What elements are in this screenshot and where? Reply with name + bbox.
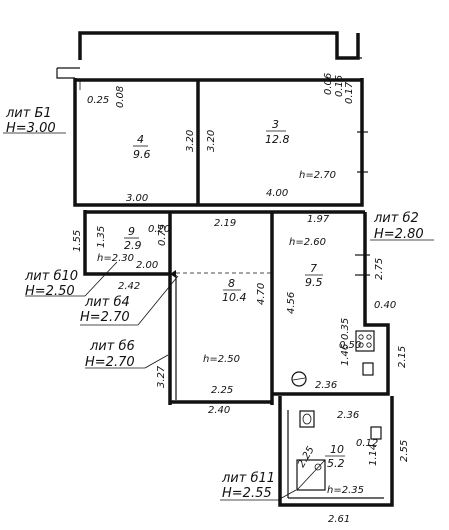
room-number: 7	[310, 262, 317, 275]
dimension: 3.20	[206, 130, 217, 152]
dimension: 0.08	[115, 86, 126, 108]
ceiling-height: h=2.70	[299, 170, 336, 181]
room-number: 9	[128, 225, 135, 238]
dimension: 2.00	[136, 260, 158, 271]
lit-label: лит б4	[84, 295, 130, 310]
dimension: 0.75	[157, 224, 168, 246]
annotations: лит Б1 H=3.00 лит б2 H=2.80 лит б10 H=2.…	[5, 106, 424, 501]
dimension: 4.70	[256, 283, 267, 305]
room-number: 3	[272, 118, 279, 131]
dimension: 1.46	[340, 344, 351, 366]
ceiling-height: h=2.60	[289, 237, 326, 248]
dimension: 1.55	[72, 230, 83, 252]
ceiling-height: h=2.35	[327, 485, 364, 496]
fixtures	[170, 270, 382, 491]
dimension: 0.40	[374, 300, 396, 311]
ceiling-height: h=2.30	[97, 253, 134, 264]
lit-label: лит б6	[89, 339, 135, 354]
triangle-marker	[170, 270, 176, 278]
dimension: 2.36	[337, 410, 359, 421]
stove-icon	[355, 330, 375, 352]
dimension: 0.17	[344, 81, 355, 104]
dimension: 2.61	[328, 514, 350, 525]
room-number: 8	[228, 277, 235, 290]
room-area: 10.4	[222, 291, 247, 304]
dimension: 2.25	[211, 385, 233, 396]
toilet-icon	[299, 410, 315, 428]
room-area: 9.6	[133, 148, 151, 161]
dimension: 2.40	[208, 405, 230, 416]
dimension: 1.14	[368, 444, 379, 466]
dimension: 2.36	[315, 380, 337, 391]
dimension: 0.20	[148, 224, 170, 235]
dimension: 0.06	[323, 73, 334, 95]
room-area: 9.5	[305, 276, 323, 289]
boiler-icon	[291, 371, 307, 387]
dimension: 2.15	[397, 346, 408, 368]
dimensions-horizontal: 0.25 3.00 4.00 1.97 2.19 0.20 2.00 2.42 …	[87, 95, 396, 525]
dimension: 0.12	[356, 438, 378, 449]
lit-label: лит б2	[373, 211, 419, 226]
dimension: 0.50	[339, 340, 361, 351]
height-label: H=2.50	[25, 284, 75, 299]
room-number: 4	[137, 133, 144, 146]
dimension: 1.97	[307, 214, 330, 225]
height-label: H=3.00	[6, 121, 56, 136]
walls	[56, 31, 394, 507]
room-area: 12.8	[265, 133, 290, 146]
room-area: 5.2	[327, 457, 345, 470]
dimension: 2.19	[214, 218, 236, 229]
dimension: 0.25	[87, 95, 109, 106]
bathtub-icon	[296, 459, 326, 491]
dimension: 1.35	[96, 226, 107, 248]
area-lines	[124, 130, 345, 457]
ceiling-height: h=2.50	[203, 354, 240, 365]
dimension: 3.20	[185, 130, 196, 152]
dimension: 2.42	[118, 281, 140, 292]
dimension: 2.25	[296, 445, 317, 470]
dimension: 0.15	[334, 75, 345, 97]
dimension: 4.56	[286, 292, 297, 314]
lit-label: лит Б1	[5, 106, 52, 121]
dimension: 3.27	[156, 365, 167, 388]
height-label: H=2.80	[374, 227, 424, 242]
height-label: H=2.70	[85, 355, 135, 370]
height-label: H=2.70	[80, 310, 130, 325]
lit-label: лит б11	[221, 471, 275, 486]
lit-label: лит б10	[24, 269, 78, 284]
leader-lines	[3, 132, 434, 501]
dimensions-vertical: 0.08 3.20 3.20 0.06 0.15 0.17 1.55 1.35 …	[72, 73, 410, 470]
rooms: 4 9.6 3 12.8 9 2.9 8 10.4 7 9.5 10 5.2	[124, 118, 345, 470]
room-area: 2.9	[124, 239, 142, 252]
height-label: H=2.55	[222, 486, 272, 501]
ceiling-heights: h=2.70 h=2.60 h=2.30 h=2.50 h=2.35	[97, 170, 364, 496]
dimension: 2.55	[399, 440, 410, 462]
room-number: 10	[330, 443, 344, 456]
dimension: 2.75	[374, 258, 385, 280]
dimension: 3.00	[126, 193, 148, 204]
dimension: 0.35	[340, 318, 351, 340]
dimension: 4.00	[266, 188, 288, 199]
